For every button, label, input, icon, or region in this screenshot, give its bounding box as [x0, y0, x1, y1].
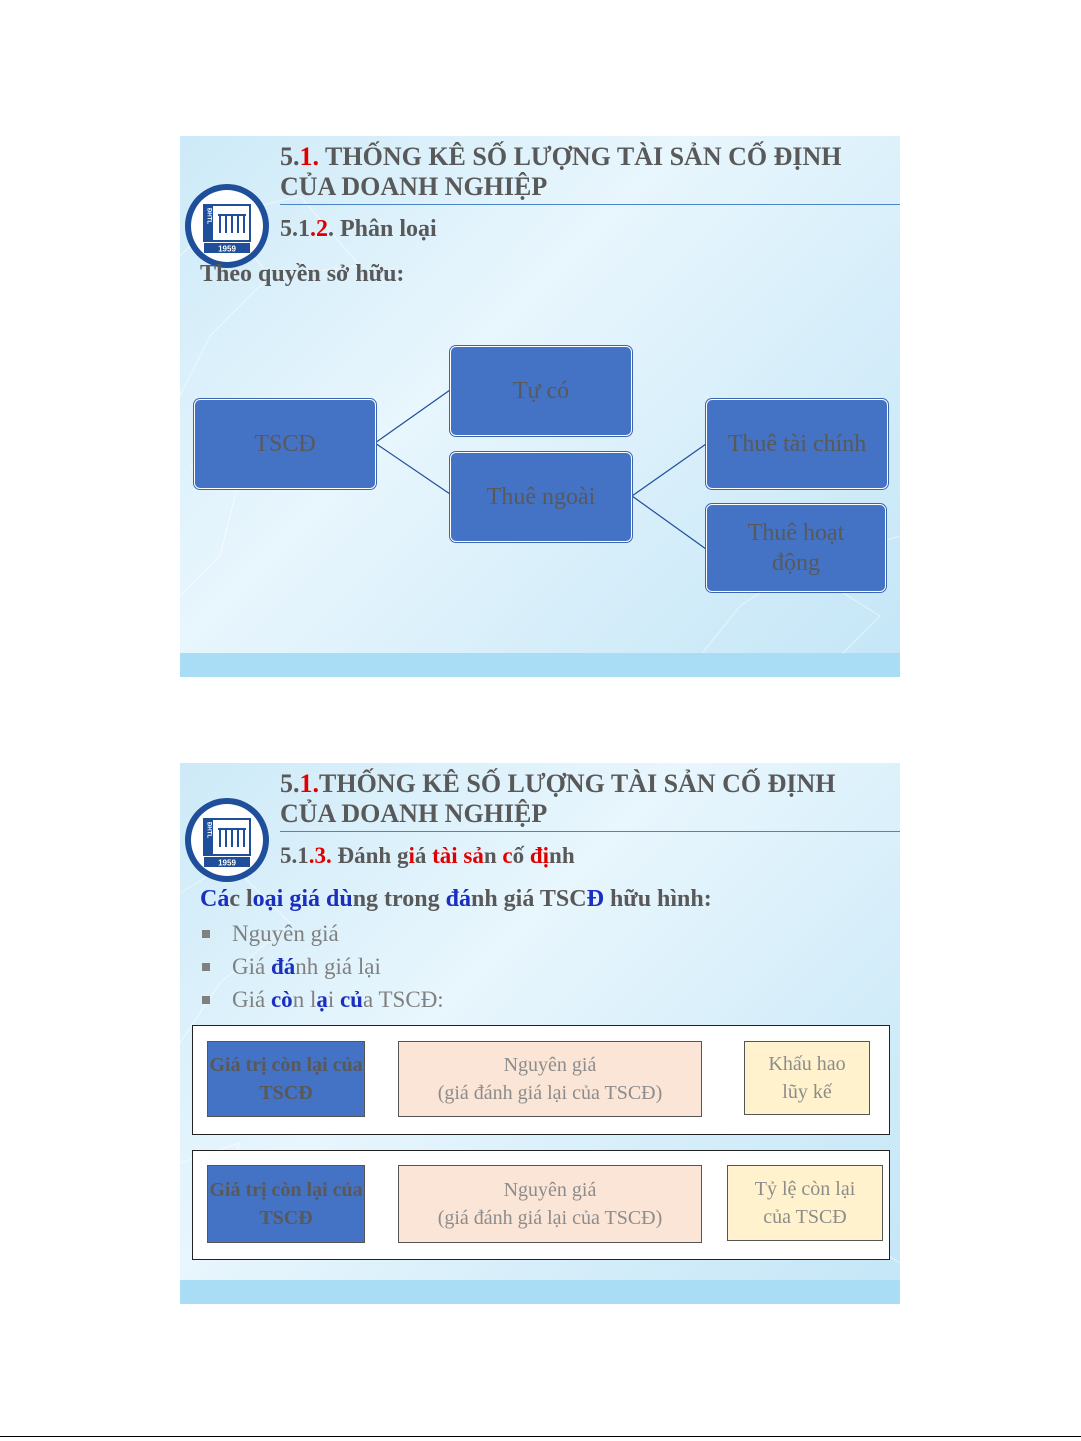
- slide-classification: 1959 ĐHTL 5.1. THỐNG KÊ SỐ LƯỢNG TÀI SẢN…: [180, 136, 900, 677]
- title-divider: [280, 831, 900, 832]
- formula-remaining-ratio-box: Tỷ lệ còn lại của TSCĐ: [727, 1165, 883, 1241]
- bullet-marker-icon: [202, 929, 210, 938]
- formula-residual-value-box: Giá trị còn lại của TSCĐ: [207, 1165, 365, 1243]
- section-heading: Các loại giá dùng trong đánh giá TSCĐ hữ…: [200, 886, 712, 912]
- node-finance-lease: Thuê tài chính: [706, 399, 888, 489]
- formula-residual-value-box: Giá trị còn lại của TSCĐ: [207, 1041, 365, 1117]
- svg-text:ĐHTL: ĐHTL: [206, 208, 212, 224]
- slide-footer-bar: [180, 653, 900, 677]
- bullet-original-cost: Nguyên giá: [202, 921, 339, 947]
- bullet-marker-icon: [202, 995, 210, 1004]
- section-subtitle: 5.1.3. Đánh giá tài sản cố định: [280, 843, 575, 868]
- formula-accumulated-depreciation: Giá trị còn lại của TSCĐ Nguyên giá(giá …: [192, 1025, 890, 1135]
- slide-valuation: 1959 ĐHTL 5.1.THỐNG KÊ SỐ LƯỢNG TÀI SẢN …: [180, 763, 900, 1304]
- section-heading: Theo quyền sở hữu:: [200, 261, 405, 287]
- node-own: Tự có: [450, 346, 632, 436]
- university-logo: 1959 ĐHTL: [184, 797, 270, 883]
- svg-text:1959: 1959: [218, 245, 236, 254]
- node-operating-lease: Thuê hoạt động: [706, 504, 886, 592]
- formula-remaining-ratio: Giá trị còn lại của TSCĐ Nguyên giá(giá …: [192, 1150, 890, 1260]
- svg-text:1959: 1959: [218, 859, 236, 868]
- title-divider: [280, 204, 900, 205]
- node-leased: Thuê ngoài: [450, 452, 632, 542]
- bullet-marker-icon: [202, 962, 210, 971]
- slide-title: 5.1.THỐNG KÊ SỐ LƯỢNG TÀI SẢN CỐ ĐỊNH CỦ…: [280, 769, 836, 828]
- section-subtitle: 5.1.2. Phân loại: [280, 216, 437, 242]
- svg-text:ĐHTL: ĐHTL: [206, 822, 212, 838]
- formula-original-cost-box: Nguyên giá(giá đánh giá lại của TSCĐ): [398, 1165, 702, 1243]
- formula-original-cost-box: Nguyên giá(giá đánh giá lại của TSCĐ): [398, 1041, 702, 1117]
- slide-footer-bar: [180, 1280, 900, 1304]
- page-bottom-rule: [0, 1436, 1081, 1437]
- slide-title: 5.1. THỐNG KÊ SỐ LƯỢNG TÀI SẢN CỐ ĐỊNH C…: [280, 142, 842, 201]
- formula-depreciation-box: Khấu hao lũy kế: [744, 1041, 870, 1115]
- university-logo: 1959 ĐHTL: [184, 183, 270, 269]
- node-tscd: TSCĐ: [194, 399, 376, 489]
- bullet-revalued-price: Giá đánh giá lại: [202, 954, 381, 980]
- bullet-residual-value: Giá còn lại của TSCĐ:: [202, 987, 444, 1013]
- diagram-connectors: [374, 389, 707, 550]
